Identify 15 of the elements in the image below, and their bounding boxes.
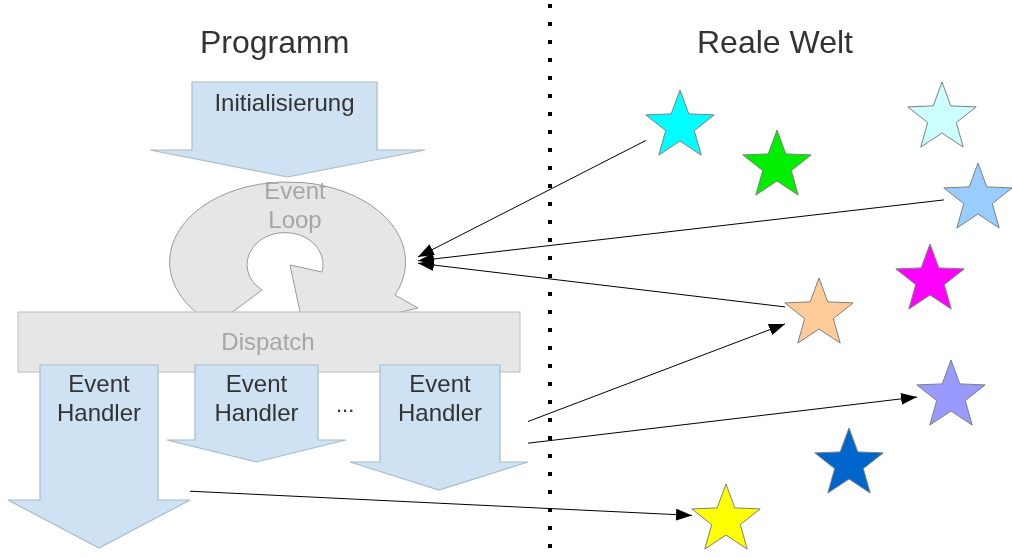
- node-label: Event Handler: [396, 369, 483, 427]
- node-label: Initialisierung: [213, 88, 356, 117]
- node-label: Event Handler: [213, 369, 300, 427]
- arrow: [417, 259, 786, 308]
- node-label: Event Handler: [55, 369, 142, 427]
- node-label: Event Loop: [263, 176, 327, 234]
- arrow: [417, 139, 647, 258]
- heading: Programm: [200, 24, 350, 61]
- arrow: [527, 323, 786, 422]
- arrow: [417, 199, 945, 265]
- arrow: [189, 490, 693, 521]
- node-label: Dispatch: [220, 327, 316, 356]
- arrow: [527, 392, 918, 444]
- heading: Reale Welt: [697, 24, 853, 61]
- ellipsis-label: ...: [336, 392, 355, 418]
